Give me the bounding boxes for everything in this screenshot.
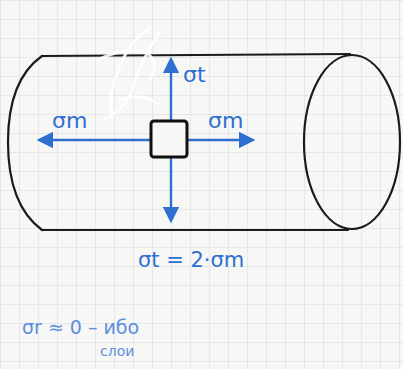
stress-label: σr ≈ 0 – ибо bbox=[22, 318, 139, 337]
stress-label: σm bbox=[208, 110, 243, 132]
stress-label: σt = 2·σm bbox=[138, 250, 244, 271]
stress-arrows bbox=[40, 60, 252, 220]
stress-label: σm bbox=[52, 110, 87, 132]
stress-label: σt bbox=[183, 64, 206, 86]
white-scribble bbox=[98, 28, 160, 120]
stress-element bbox=[151, 121, 187, 157]
stress-label: слои bbox=[100, 344, 134, 358]
cylinder bbox=[8, 54, 400, 230]
